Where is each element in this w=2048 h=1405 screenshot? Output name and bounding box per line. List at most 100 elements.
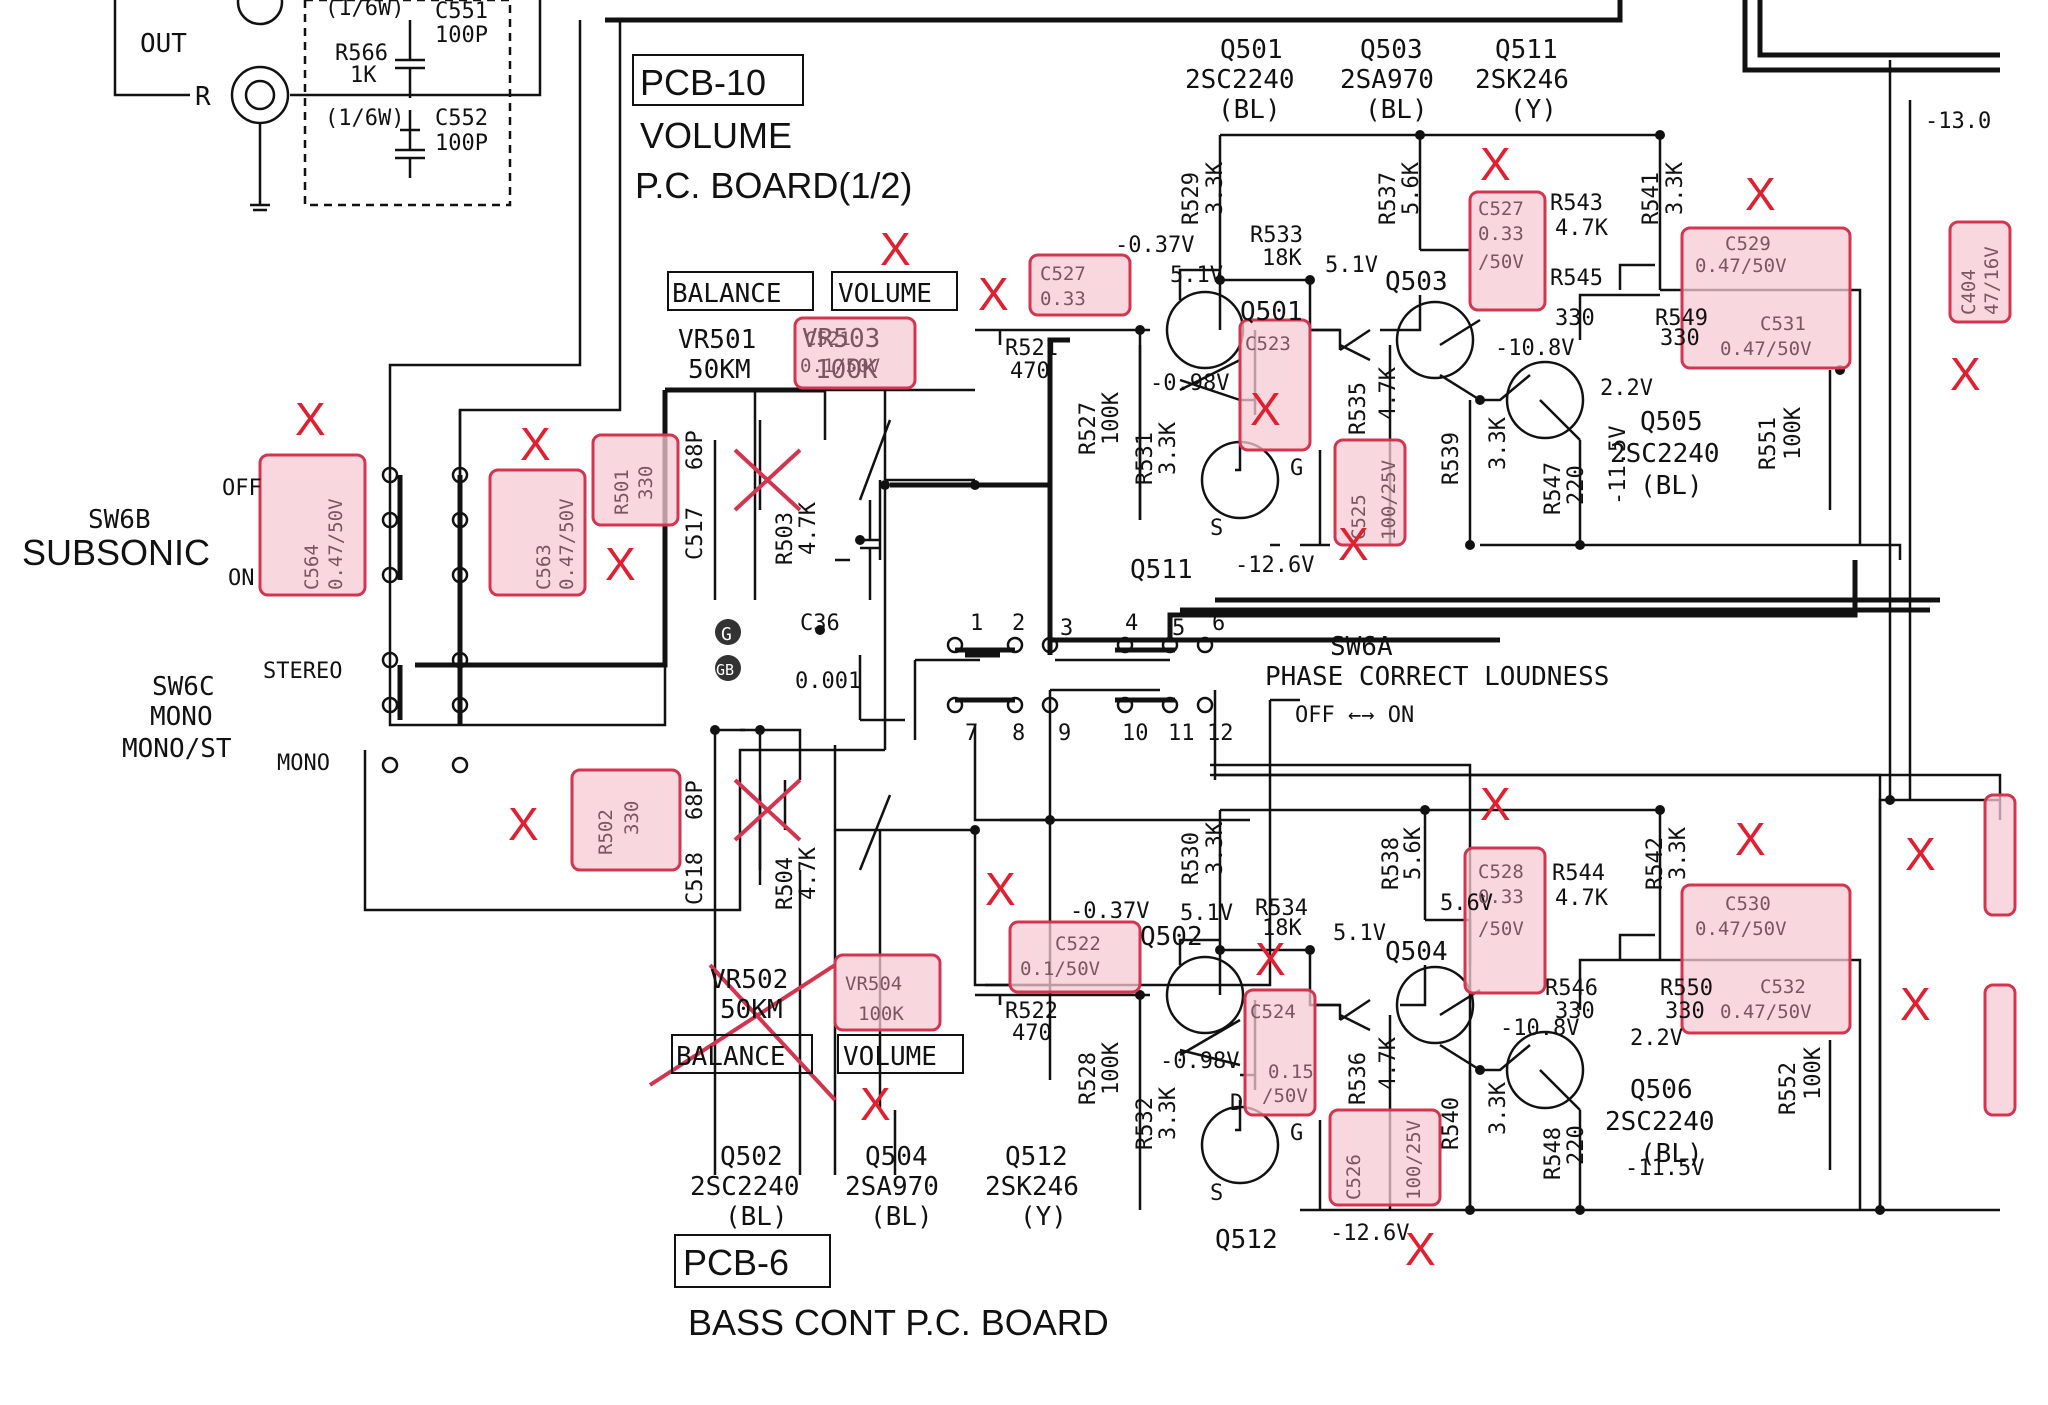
r549-label: R549 (1655, 306, 1708, 331)
pcb10-label: PCB-10 (640, 62, 766, 103)
r503-value: 4.7K (796, 501, 821, 555)
r501-label: R501 (611, 469, 633, 515)
q511-side-label: Q511 (1130, 555, 1193, 585)
out-label: OUT (140, 29, 187, 59)
c551-value: 100P (435, 23, 488, 48)
vr504-label: VR504 (845, 973, 902, 995)
q504-side-label: Q504 (1385, 937, 1448, 967)
q511-grade: (Y) (1510, 95, 1557, 125)
on-label: ON (228, 566, 255, 591)
q511-label: Q511 (1495, 35, 1558, 65)
q503-grade: (BL) (1365, 95, 1428, 125)
r545-value: 330 (1555, 306, 1595, 331)
c564-label: C564 (301, 544, 323, 590)
r528-label: R528 (1076, 1052, 1101, 1105)
r536-value: 4.7K (1376, 1036, 1401, 1090)
x-mark: X (1480, 138, 1511, 190)
x-mark: X (985, 863, 1016, 915)
r550-label: R550 (1660, 976, 1713, 1001)
r537-value: 5.6K (1399, 161, 1424, 215)
c532-value: 0.47/50V (1720, 1001, 1812, 1023)
x-mark: X (295, 393, 326, 445)
pin-11: 11 (1168, 721, 1195, 746)
r542-label: R542 (1643, 837, 1668, 890)
vr502-value: 50KM (720, 995, 783, 1025)
r551-label: R551 (1756, 417, 1781, 470)
balance-label: BALANCE (672, 279, 782, 309)
c528-rating: /50V (1478, 918, 1524, 940)
mono-label: MONO (150, 702, 213, 732)
r528-value: 100K (1099, 1041, 1124, 1095)
labels: OUT R R566 1K (1/6W) (1/6W) C551 100P C5… (22, 0, 2003, 1343)
c530-label: C530 (1725, 893, 1771, 915)
q506-type: 2SC2240 (1605, 1107, 1715, 1137)
r504-value: 4.7K (796, 846, 821, 900)
x-mark: X (520, 418, 551, 470)
voltage-51d: 5.1V (1333, 921, 1386, 946)
r531-value: 3.3K (1156, 421, 1181, 475)
r540-label: R540 (1439, 1097, 1464, 1150)
r547-label: R547 (1541, 462, 1566, 515)
mono2-label: MONO (277, 751, 330, 776)
voltage-56: 5.6V (1440, 891, 1493, 916)
vr504-value: 100K (858, 1003, 904, 1025)
r544-value: 4.7K (1555, 886, 1609, 911)
c532-label: C532 (1760, 976, 1806, 998)
c524-label: C524 (1250, 1001, 1296, 1023)
pin-5: 5 (1172, 616, 1185, 641)
c552-label: C552 (435, 106, 488, 131)
voltage-m037b: -0.37V (1070, 899, 1149, 924)
q506-grade: (BL) (1640, 1139, 1703, 1169)
r541-label: R541 (1639, 172, 1664, 225)
r548-value: 220 (1564, 1125, 1589, 1165)
voltage-51c: 5.1V (1180, 901, 1233, 926)
r503-label: R503 (773, 512, 798, 565)
x-mark: X (1255, 933, 1286, 985)
r542-value: 3.3K (1666, 826, 1691, 880)
pin-12: 12 (1207, 721, 1234, 746)
x-mark: X (978, 268, 1009, 320)
q502-label: Q502 (720, 1142, 783, 1172)
x-mark: X (1745, 168, 1776, 220)
r566-value: 1K (350, 63, 377, 88)
q512-gate-letter: G (1290, 1121, 1303, 1146)
r546-value: 330 (1555, 999, 1595, 1024)
q501-type: 2SC2240 (1185, 65, 1295, 95)
pin-1: 1 (970, 611, 983, 636)
pcb10-title-line2: P.C. BOARD(1/2) (635, 165, 912, 206)
sw6b-label: SW6B (88, 505, 151, 535)
vr501-value: 50KM (688, 355, 751, 385)
q506-label: Q506 (1630, 1075, 1693, 1105)
stereo-label: STEREO (263, 659, 342, 684)
r549-value: 330 (1660, 326, 1700, 351)
c517-label: C517 (683, 507, 708, 560)
q504-grade: (BL) (870, 1202, 933, 1232)
c522-value: 0.1/50V (1020, 958, 1100, 980)
q501-side-label: Q501 (1240, 297, 1303, 327)
c525-value: 100/25V (1378, 460, 1400, 540)
voltage-m098: -0.98V (1150, 371, 1229, 396)
r502-value: 330 (621, 801, 643, 835)
x-mark: X (860, 1078, 891, 1130)
x-mark: X (1338, 518, 1369, 570)
sw6a-label: SW6A (1330, 632, 1393, 662)
q504-type: 2SA970 (845, 1172, 939, 1202)
r536-label: R536 (1346, 1052, 1371, 1105)
voltage-m126: -12.6V (1235, 553, 1314, 578)
pin-3: 3 (1060, 616, 1073, 641)
voltage-51b: 5.1V (1325, 253, 1378, 278)
g-marker: G (721, 624, 732, 645)
r527-value: 100K (1099, 391, 1124, 445)
pcb10-title-line1: VOLUME (640, 115, 792, 156)
r532-label: R532 (1133, 1097, 1158, 1150)
c526-label: C526 (1343, 1154, 1365, 1200)
c563-label: C563 (533, 544, 555, 590)
voltage-m108b: -10.8V (1500, 1016, 1579, 1041)
pcb6-title: BASS CONT P.C. BOARD (688, 1302, 1109, 1343)
r504-label: R504 (773, 857, 798, 910)
c522-label: C522 (1055, 933, 1101, 955)
r551-value: 100K (1781, 406, 1806, 460)
c526-value: 100/25V (1403, 1120, 1425, 1200)
wiring (113, 0, 2002, 1215)
